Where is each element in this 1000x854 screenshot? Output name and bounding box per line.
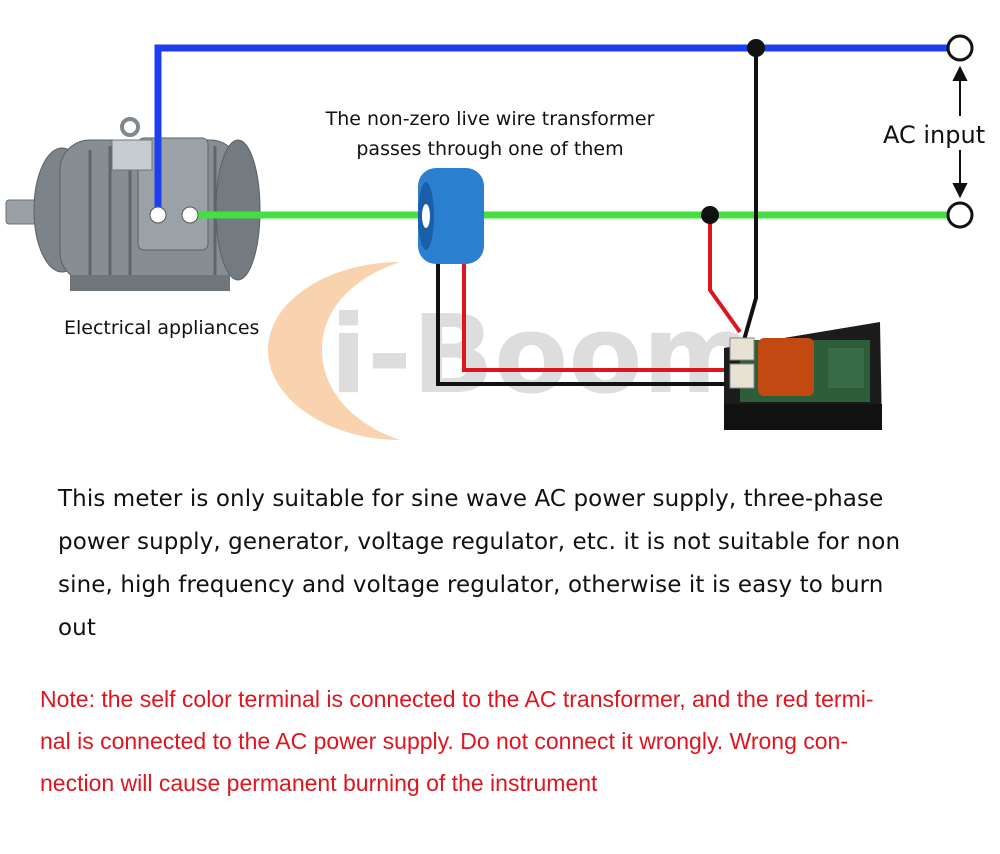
appliances-label: Electrical appliances	[64, 317, 260, 339]
watermark-arc	[268, 262, 400, 440]
note-line: nal is connected to the AC power supply.…	[40, 728, 848, 754]
live-wire	[154, 44, 960, 215]
transformer-note-line-2: passes through one of them	[356, 138, 624, 160]
ac-input-label: AC input	[883, 121, 986, 149]
watermark: i-Boom	[268, 262, 755, 440]
junction-dot-live	[747, 39, 765, 57]
junction-dot-neutral	[701, 206, 719, 224]
transformer-note-line-1: The non-zero live wire transformer	[325, 108, 655, 130]
transformer-black-wire	[436, 262, 742, 386]
motor-rear	[215, 139, 261, 281]
red-supply-wire	[708, 215, 742, 334]
meter-connector-top	[729, 337, 755, 361]
motor-lifting-eye	[120, 117, 140, 137]
paragraph-line: sine, high frequency and voltage regulat…	[58, 572, 884, 598]
meter-capacitor	[758, 338, 814, 396]
motor-nameplate	[111, 139, 153, 171]
meter-module	[724, 322, 882, 430]
meter-connector-bottom	[729, 363, 755, 389]
paragraph-line: out	[58, 615, 96, 641]
black-supply-wire	[742, 48, 758, 341]
ac-input-arrow	[952, 65, 968, 199]
ac-terminal-bottom	[946, 201, 974, 229]
transformer-red-wire	[462, 262, 742, 372]
suitability-paragraph: This meter is only suitable for sine wav…	[58, 478, 948, 650]
warning-note: Note: the self color terminal is connect…	[40, 678, 980, 804]
motor-terminal-left	[149, 206, 167, 224]
paragraph-line: power supply, generator, voltage regulat…	[58, 529, 901, 555]
note-line: Note: the self color terminal is connect…	[40, 686, 874, 712]
motor-base	[70, 275, 230, 291]
motor-terminal-right	[181, 206, 199, 224]
note-line: nection will cause permanent burning of …	[40, 770, 598, 796]
wiring-diagram: i-Boom	[5, 34, 974, 440]
watermark-text: i-Boom	[330, 293, 755, 418]
electric-motor	[5, 117, 261, 291]
ac-terminal-top	[946, 34, 974, 62]
transformer-note: The non-zero live wire transformer passe…	[300, 104, 680, 164]
current-transformer	[418, 168, 484, 264]
paragraph-line: This meter is only suitable for sine wav…	[58, 486, 884, 512]
